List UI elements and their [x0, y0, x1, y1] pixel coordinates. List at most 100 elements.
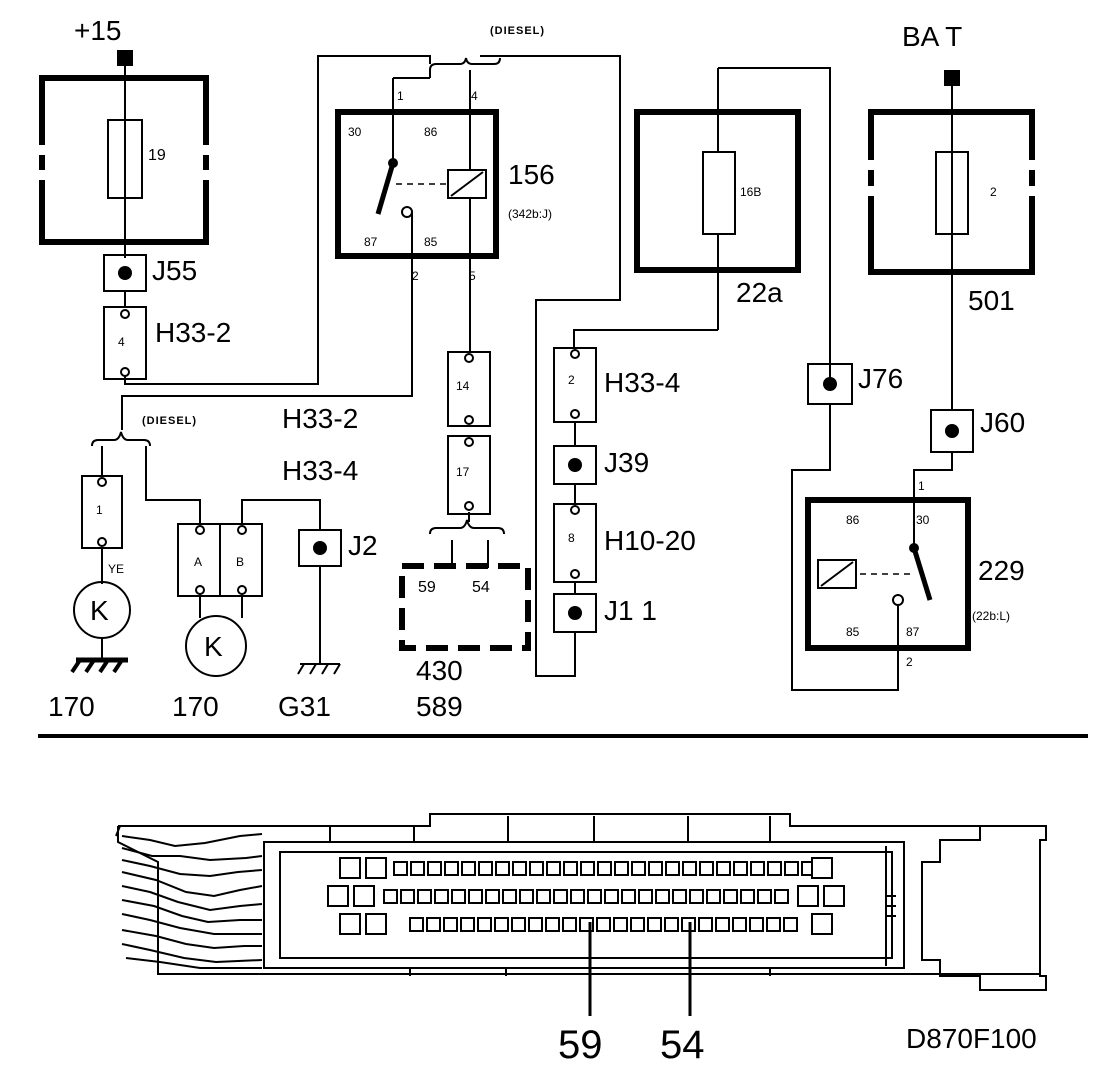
ecu-pin: [596, 917, 611, 932]
ecu-pin: [733, 861, 748, 876]
connector-j11: J1 1: [553, 593, 657, 633]
ecu-pin: [468, 889, 483, 904]
ecu-pin: [511, 917, 526, 932]
ecu-pin: [664, 917, 679, 932]
ecu-pin: [631, 861, 646, 876]
motor-k-right: K: [185, 615, 247, 677]
r229-p87: 87: [906, 625, 920, 639]
ecu-pin: [477, 917, 492, 932]
ecu-pin: [783, 917, 798, 932]
j39-label: J39: [604, 447, 649, 478]
wire-ye-label: YE: [108, 562, 124, 576]
ecu-pin: [409, 917, 424, 932]
ecu-pin: [417, 889, 432, 904]
fuse-19-label: 19: [148, 147, 166, 164]
ecu-callout-54: 54: [660, 1023, 705, 1067]
ecu-pin: [774, 889, 789, 904]
ecu-430-box: 59 54 430 589: [399, 563, 531, 722]
ecu-pin: [757, 889, 772, 904]
ecu-pin: [689, 889, 704, 904]
relay-229: 1 86 30 85 87 229 (22b:L) 2: [805, 479, 1025, 690]
ecu-pin: [451, 889, 466, 904]
connector-j55: J55: [103, 254, 197, 292]
ecu-pin-large: [797, 885, 819, 907]
ecu-pin-large: [811, 857, 833, 879]
ecu-pin: [528, 917, 543, 932]
r229-t1: 1: [918, 479, 925, 493]
fuse-2-label: 2: [990, 185, 997, 199]
ground-g31-label: G31: [278, 691, 331, 722]
r156-p30: 30: [348, 125, 362, 139]
connector-h33-4-pin2: 2 H33-4: [553, 347, 680, 423]
ecu-pin: [613, 917, 628, 932]
ecu-pin: [621, 889, 636, 904]
ecu-pin: [767, 861, 782, 876]
r156-t5: 5: [469, 269, 476, 283]
r156-t1: 1: [397, 89, 404, 103]
pin-14-label: 14: [456, 379, 470, 393]
ecu-pin: [580, 861, 595, 876]
ecu-pin: [604, 889, 619, 904]
ecu-pin: [630, 917, 645, 932]
ecu-pin: [597, 861, 612, 876]
connector-j60: J60: [930, 407, 1025, 453]
ecu-pin: [426, 917, 441, 932]
supply-bat-label: BA T: [902, 21, 962, 52]
ecu-pin: [750, 861, 765, 876]
h33-2-label-mid: H33-2: [282, 403, 358, 434]
ecu-pin: [410, 861, 425, 876]
relay-156-label: 156: [508, 159, 555, 190]
pin-1-label: 1: [96, 503, 103, 517]
connector-j76: J76: [807, 363, 903, 405]
ecu-pin: [383, 889, 398, 904]
relay-229-ref: (22b:L): [972, 609, 1010, 623]
ecu-callout-59: 59: [558, 1023, 603, 1067]
r156-t2: 2: [412, 269, 419, 283]
diesel-label-left: (DIESEL): [142, 415, 197, 427]
ecu-pin: [562, 917, 577, 932]
ecu-pin: [647, 917, 662, 932]
ecu-pin: [485, 889, 500, 904]
ecu-pin: [648, 861, 663, 876]
connector-ab: A B: [177, 523, 263, 597]
ecu-pin: [393, 861, 408, 876]
ecu-pin: [672, 889, 687, 904]
ecu-pin: [434, 889, 449, 904]
ecu-pin: [545, 917, 560, 932]
box-22a-label: 22a: [736, 277, 783, 308]
ecu-pin-grid: [327, 857, 845, 935]
ecu-pin-large: [327, 885, 349, 907]
motor-k-right-label: K: [204, 631, 223, 662]
component-589-label: 589: [416, 691, 463, 722]
ecu-pin: [494, 917, 509, 932]
j2-label: J2: [348, 530, 378, 561]
ecu-pin-large: [365, 857, 387, 879]
ecu-pin: [546, 861, 561, 876]
ecu-pin: [444, 861, 459, 876]
ecu-pin-large: [339, 913, 361, 935]
r156-p86: 86: [424, 125, 438, 139]
pin-b-label: B: [236, 555, 244, 569]
r229-t2: 2: [906, 655, 913, 669]
ecu-pin: [443, 917, 458, 932]
box-501-label: 501: [968, 285, 1015, 316]
fuse-2-block: BA T 2 501: [865, 21, 1038, 410]
ecu-pin: [519, 889, 534, 904]
connector-h10-20: 8 H10-20: [553, 503, 696, 583]
ecu-pin: [716, 861, 731, 876]
motor-k-left: K: [70, 581, 131, 674]
ecu-pin: [512, 861, 527, 876]
pin-4-label: 4: [118, 335, 125, 349]
supply-plus15-label: +15: [74, 15, 122, 46]
diesel-brace-top: (DIESEL): [392, 25, 621, 677]
ecu-pin-large: [823, 885, 845, 907]
relay-156-ref: (342b:J): [508, 207, 552, 221]
pin-2-label: 2: [568, 373, 575, 387]
h33-4-label-right: H33-4: [604, 367, 680, 398]
ecu-pin54-label: 54: [472, 579, 490, 596]
pin-a-label: A: [194, 555, 202, 569]
connector-h33-2-pin14: 14: [447, 351, 491, 427]
fuse-16b-label: 16B: [740, 185, 761, 199]
relay-229-label: 229: [978, 555, 1025, 586]
h33-2-label-top: H33-2: [155, 317, 231, 348]
